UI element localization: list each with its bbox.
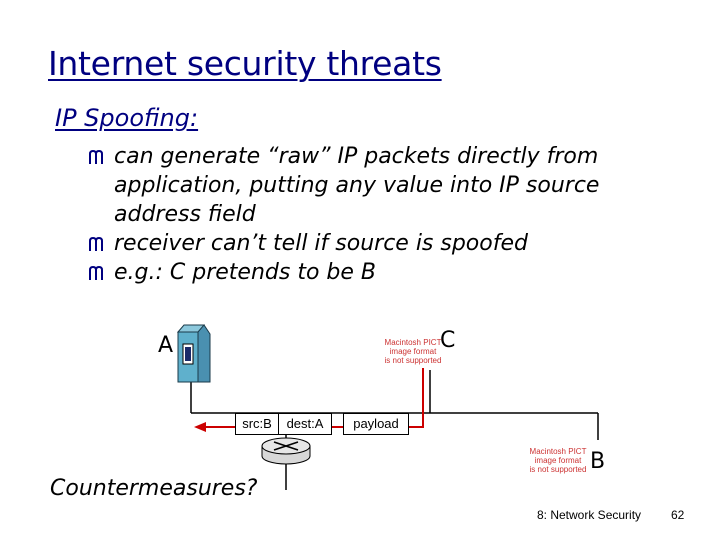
bullet-text: receiver can’t tell if source is spoofed [114,231,528,256]
packet-src-field: src:B [235,413,279,435]
bullet-item: receiver can’t tell if source is spoofed [88,229,648,258]
slide-subtitle: IP Spoofing: [55,104,199,132]
bullet-item: e.g.: C pretends to be B [88,258,648,287]
packet-payload-field: payload [343,413,409,435]
host-a-computer-icon [176,324,211,383]
router-icon [261,437,311,465]
footer-section-title: 8: Network Security [537,508,642,522]
slide-title: Internet security threats [48,44,442,83]
packet-dest-field: dest:A [278,413,332,435]
host-b-label: B [590,449,606,474]
page-number: 62 [671,508,685,522]
bullet-marker-icon [89,236,103,251]
bullet-marker-icon [89,149,103,164]
host-a-label: A [158,333,174,358]
host-c-label: C [440,328,456,353]
countermeasures-text: Countermeasures? [50,476,258,501]
bullet-text: e.g.: C pretends to be B [114,260,376,285]
bullet-item: can generate “raw” IP packets directly f… [88,142,648,229]
bullet-list: can generate “raw” IP packets directly f… [88,142,648,287]
bullet-marker-icon [89,265,103,280]
host-b-image-placeholder: Macintosh PICT image format is not suppo… [529,447,587,474]
bullet-text: can generate “raw” IP packets directly f… [114,144,600,227]
host-c-image-placeholder: Macintosh PICT image format is not suppo… [384,338,442,365]
